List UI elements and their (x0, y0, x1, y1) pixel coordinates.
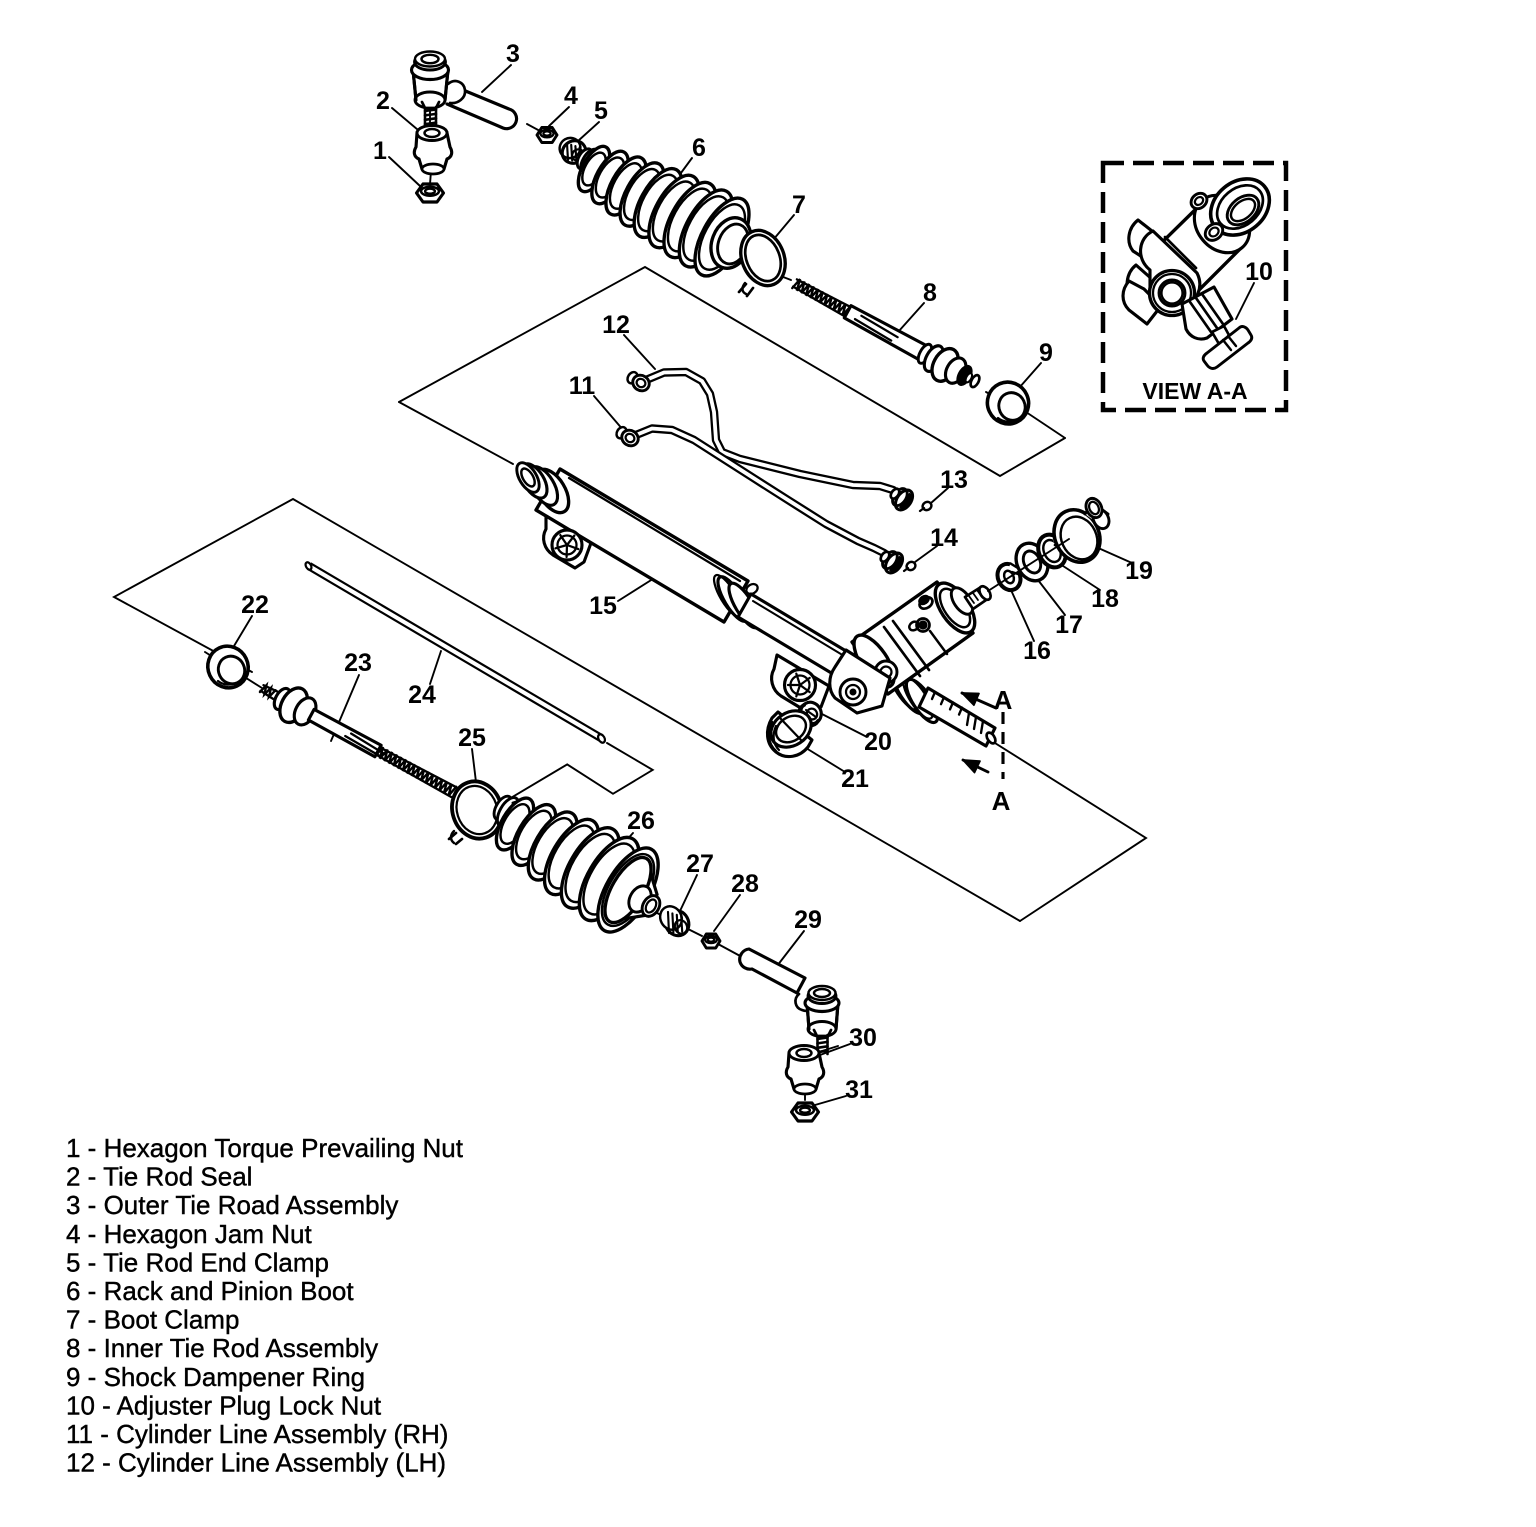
svg-text:3: 3 (506, 40, 520, 68)
svg-text:A: A (992, 786, 1011, 816)
svg-text:7: 7 (792, 191, 806, 219)
svg-text:10 - Adjuster Plug Lock Nut: 10 - Adjuster Plug Lock Nut (66, 1390, 382, 1420)
svg-text:7 - Boot Clamp: 7 - Boot Clamp (66, 1305, 239, 1335)
svg-text:29: 29 (794, 906, 822, 934)
svg-text:20: 20 (864, 728, 892, 756)
svg-text:21: 21 (841, 765, 869, 793)
svg-text:23: 23 (344, 649, 372, 677)
svg-text:4 - Hexagon Jam Nut: 4 - Hexagon Jam Nut (66, 1219, 312, 1249)
svg-text:24: 24 (408, 681, 436, 709)
svg-text:1: 1 (373, 137, 387, 165)
svg-text:30: 30 (849, 1024, 877, 1052)
svg-text:VIEW A-A: VIEW A-A (1142, 378, 1247, 404)
svg-text:26: 26 (627, 807, 655, 835)
svg-text:5 - Tie Rod End Clamp: 5 - Tie Rod End Clamp (66, 1247, 329, 1277)
svg-text:25: 25 (458, 724, 486, 752)
svg-text:2: 2 (376, 87, 390, 115)
svg-text:14: 14 (930, 524, 958, 552)
svg-text:6: 6 (692, 134, 706, 162)
svg-text:10: 10 (1245, 258, 1273, 286)
svg-text:8: 8 (923, 279, 937, 307)
svg-text:1 - Hexagon Torque Prevailing: 1 - Hexagon Torque Prevailing Nut (66, 1133, 464, 1163)
svg-text:17: 17 (1055, 611, 1083, 639)
svg-text:9 - Shock Dampener Ring: 9 - Shock Dampener Ring (66, 1362, 365, 1392)
svg-text:27: 27 (686, 850, 714, 878)
svg-text:28: 28 (731, 870, 759, 898)
svg-text:16: 16 (1023, 637, 1051, 665)
svg-text:8 - Inner Tie Rod Assembly: 8 - Inner Tie Rod Assembly (66, 1333, 378, 1363)
svg-text:12: 12 (602, 311, 630, 339)
svg-text:2 - Tie Rod Seal: 2 - Tie Rod Seal (66, 1162, 252, 1192)
svg-text:19: 19 (1125, 557, 1153, 585)
svg-text:18: 18 (1091, 585, 1119, 613)
svg-text:15: 15 (589, 592, 617, 620)
svg-text:6 - Rack and Pinion Boot: 6 - Rack and Pinion Boot (66, 1276, 354, 1306)
svg-text:11 - Cylinder Line Assembly (R: 11 - Cylinder Line Assembly (RH) (66, 1419, 448, 1449)
svg-text:11: 11 (569, 372, 596, 400)
svg-text:31: 31 (845, 1076, 873, 1104)
svg-text:3 - Outer Tie Road Assembly: 3 - Outer Tie Road Assembly (66, 1190, 398, 1220)
svg-text:12 - Cylinder Line Assembly (L: 12 - Cylinder Line Assembly (LH) (66, 1448, 446, 1478)
svg-text:13: 13 (940, 466, 968, 494)
svg-text:4: 4 (564, 82, 578, 110)
svg-text:5: 5 (594, 97, 608, 125)
svg-text:9: 9 (1039, 339, 1053, 367)
svg-text:A: A (994, 685, 1013, 715)
svg-text:22: 22 (241, 591, 269, 619)
